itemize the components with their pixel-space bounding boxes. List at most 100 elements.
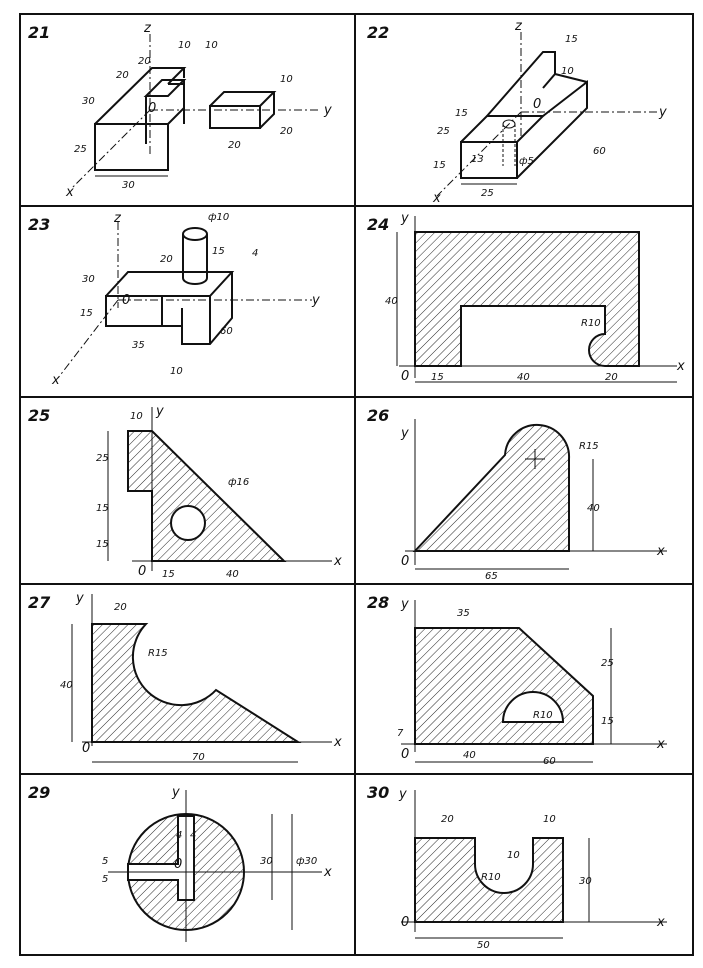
dim-label: 10	[205, 40, 218, 51]
dim-label: R10	[533, 710, 553, 721]
dim-label: ф5	[519, 156, 534, 167]
x-axis-label: x	[656, 737, 665, 752]
problem-number: 21	[28, 23, 50, 42]
dim-label: 40	[587, 503, 600, 514]
origin-label: 0	[401, 915, 409, 930]
y-axis-label: y	[75, 591, 84, 606]
y-axis-label: y	[311, 293, 320, 308]
z-axis-label: z	[113, 211, 122, 226]
problem-number: 27	[28, 593, 51, 612]
dim-label: 20	[441, 814, 454, 825]
dim-label: 20	[605, 372, 618, 383]
hatched-part	[414, 231, 640, 367]
problem-27-cell: 27 y x 0 20 R15 40 70	[22, 586, 353, 772]
hatched-part	[414, 837, 564, 923]
dim-label: 4	[176, 830, 182, 841]
y-axis-label: y	[400, 426, 409, 441]
dim-label: 35	[132, 340, 145, 351]
dim-label: 40	[226, 569, 239, 580]
origin-label: 0	[533, 97, 541, 112]
half-hole	[501, 691, 565, 723]
dim-label: 40	[60, 680, 73, 691]
dim-label: ф16	[228, 477, 249, 488]
problem-24-cell: 24 y x 0 40 R10 15 40 20	[357, 208, 691, 395]
dim-label: 15	[433, 160, 446, 171]
problem-number: 29	[28, 783, 50, 802]
dim-label: 20	[116, 70, 129, 81]
dim-label: 20	[114, 602, 127, 613]
y-axis-label: y	[398, 787, 407, 802]
dim-label: 10	[170, 366, 183, 377]
dim-label: 70	[192, 752, 205, 763]
x-axis	[57, 299, 119, 379]
origin-label: 0	[82, 741, 90, 756]
hatched-part	[127, 430, 287, 562]
dim-label: 15	[80, 308, 93, 319]
problem-22-cell: 22 z y x 0 15 10 15 25 15 13 ф5	[357, 16, 691, 204]
problem-number: 28	[367, 593, 389, 612]
dim-label: ф10	[208, 212, 229, 223]
problem-23-drawing: 23 z y x 0 ф10 20 15 4	[28, 211, 320, 388]
dim-label: 25	[437, 126, 450, 137]
dim-label: 60	[220, 326, 233, 337]
origin-label: 0	[401, 554, 409, 569]
problem-25-cell: 25 y x 0 10 25 15 15 ф16 15 40	[22, 399, 353, 582]
y-axis-label: y	[400, 597, 409, 612]
problem-22-drawing: 22 z y x 0 15 10 15 25 15 13 ф5	[367, 19, 667, 204]
dim-label: 20	[228, 140, 241, 151]
y-axis-label: y	[171, 785, 180, 800]
dim-label: 40	[463, 750, 476, 761]
problem-28-cell: 28 y x 0 35 25 15 R10 7 40 60	[357, 586, 691, 772]
dim-label: 25	[74, 144, 87, 155]
dim-label: 40	[517, 372, 530, 383]
x-axis-label: x	[432, 191, 441, 204]
problem-21-drawing: 21 z y x 0	[28, 21, 332, 200]
problem-number: 22	[367, 23, 389, 42]
dim-label: 25	[601, 658, 614, 669]
problem-28-drawing: 28 y x 0 35 25 15 R10 7 40 60	[367, 593, 667, 767]
wedge-block	[460, 51, 588, 179]
y-axis-label: y	[323, 103, 332, 118]
dim-label: 35	[457, 608, 470, 619]
problem-26-cell: 26 y x 0 R15 40 65	[357, 399, 691, 582]
problem-number: 30	[367, 783, 389, 802]
z-axis-label: z	[143, 21, 152, 36]
problem-27-drawing: 27 y x 0 20 R15 40 70	[28, 591, 342, 763]
dim-label: 15	[431, 372, 444, 383]
dim-label: 20	[160, 254, 173, 265]
x-axis-label: x	[51, 373, 60, 388]
dim-label: 30	[82, 96, 95, 107]
origin-label: 0	[148, 101, 156, 116]
dim-label: R10	[481, 872, 501, 883]
dim-label: 10	[178, 40, 191, 51]
y-axis-label: y	[155, 404, 164, 419]
dim-label: ф30	[296, 856, 317, 867]
dim-label: 4	[252, 248, 258, 259]
problem-30-cell: 30 y x 0 20 10 10 R10 30 50	[357, 776, 691, 953]
cylinder	[182, 227, 208, 285]
right-block	[209, 91, 277, 129]
problem-24-drawing: 24 y x 0 40 R10 15 40 20	[367, 211, 685, 384]
dim-label: 15	[96, 539, 109, 550]
base-block	[94, 67, 187, 171]
dim-label: 10	[561, 66, 574, 77]
dim-label: 15	[601, 716, 614, 727]
x-axis-label: x	[65, 185, 74, 200]
dim-label: 40	[385, 296, 398, 307]
dim-label: 15	[162, 569, 175, 580]
z-axis-label: z	[514, 19, 523, 34]
y-axis-label: y	[658, 105, 667, 120]
dim-label: 60	[543, 756, 556, 767]
l-block	[105, 271, 235, 345]
problem-29-drawing: 29 y x 0 4 4 5 5 30 ф30	[28, 783, 332, 942]
dim-label: R15	[579, 441, 599, 452]
dim-label: 5	[102, 856, 108, 867]
dim-label: 4	[190, 830, 196, 841]
dim-label: 10	[280, 74, 293, 85]
origin-label: 0	[401, 747, 409, 762]
dim-label: 25	[481, 188, 494, 199]
problem-26-drawing: 26 y x 0 R15 40 65	[367, 406, 667, 582]
origin-label: 0	[138, 564, 146, 579]
